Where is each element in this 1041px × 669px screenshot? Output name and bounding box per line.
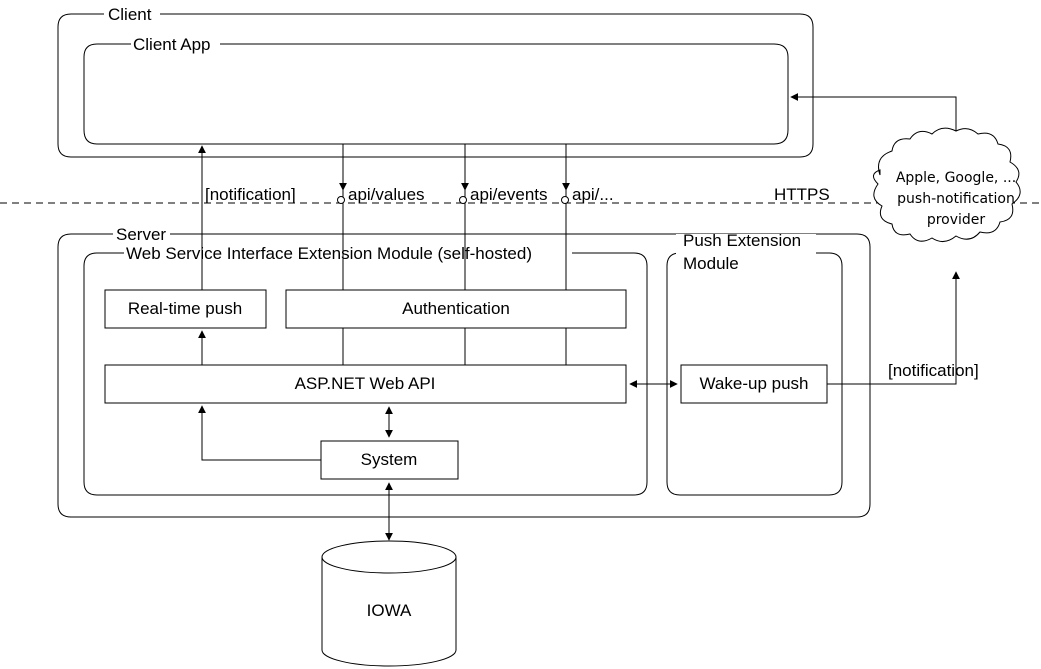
api-other-label: api/... bbox=[572, 185, 614, 204]
system-box bbox=[320, 440, 459, 480]
web-api-label: ASP.NET Web API bbox=[295, 374, 436, 393]
web-api-box bbox=[104, 364, 627, 404]
api-events-port bbox=[459, 196, 467, 204]
client-frame bbox=[57, 13, 814, 158]
system-to-api-elbow-arrow bbox=[198, 405, 321, 461]
push-module-frame bbox=[666, 252, 843, 496]
provider-to-client-arrow bbox=[790, 93, 957, 140]
client-app-frame bbox=[83, 43, 789, 145]
push-provider-line3: provider bbox=[927, 212, 986, 228]
api-values-label: api/values bbox=[348, 185, 425, 204]
iowa-database bbox=[321, 540, 457, 667]
authentication-label: Authentication bbox=[402, 299, 510, 318]
push-module-label-line1: Push Extension bbox=[683, 231, 801, 250]
api-events-label: api/events bbox=[470, 185, 548, 204]
push-provider-line1: Apple, Google, ... bbox=[896, 170, 1016, 186]
push-module-label-line2: Module bbox=[683, 254, 739, 273]
realtime-push-label: Real-time push bbox=[128, 299, 242, 318]
notification-label: [notification] bbox=[205, 185, 296, 204]
client-app-label: Client App bbox=[133, 35, 211, 54]
wakeup-to-provider-arrow bbox=[827, 271, 960, 385]
api-values-port bbox=[337, 196, 345, 204]
https-label: HTTPS bbox=[774, 185, 830, 204]
database-label: IOWA bbox=[367, 601, 412, 620]
push-module-label-bg bbox=[676, 234, 816, 272]
web-module-frame bbox=[83, 252, 648, 496]
server-frame bbox=[57, 233, 871, 518]
authentication-box bbox=[285, 289, 627, 329]
wakeup-push-label: Wake-up push bbox=[700, 374, 809, 393]
push-provider-line2: push-notification bbox=[897, 191, 1015, 207]
web-module-label: Web Service Interface Extension Module (… bbox=[126, 244, 532, 263]
client-label: Client bbox=[108, 5, 152, 24]
system-label: System bbox=[361, 450, 418, 469]
api-other-port bbox=[561, 196, 569, 204]
realtime-push-box bbox=[104, 289, 267, 329]
wakeup-notification-label: [notification] bbox=[888, 361, 979, 380]
push-provider-cloud bbox=[873, 127, 1021, 242]
server-label: Server bbox=[116, 225, 166, 244]
